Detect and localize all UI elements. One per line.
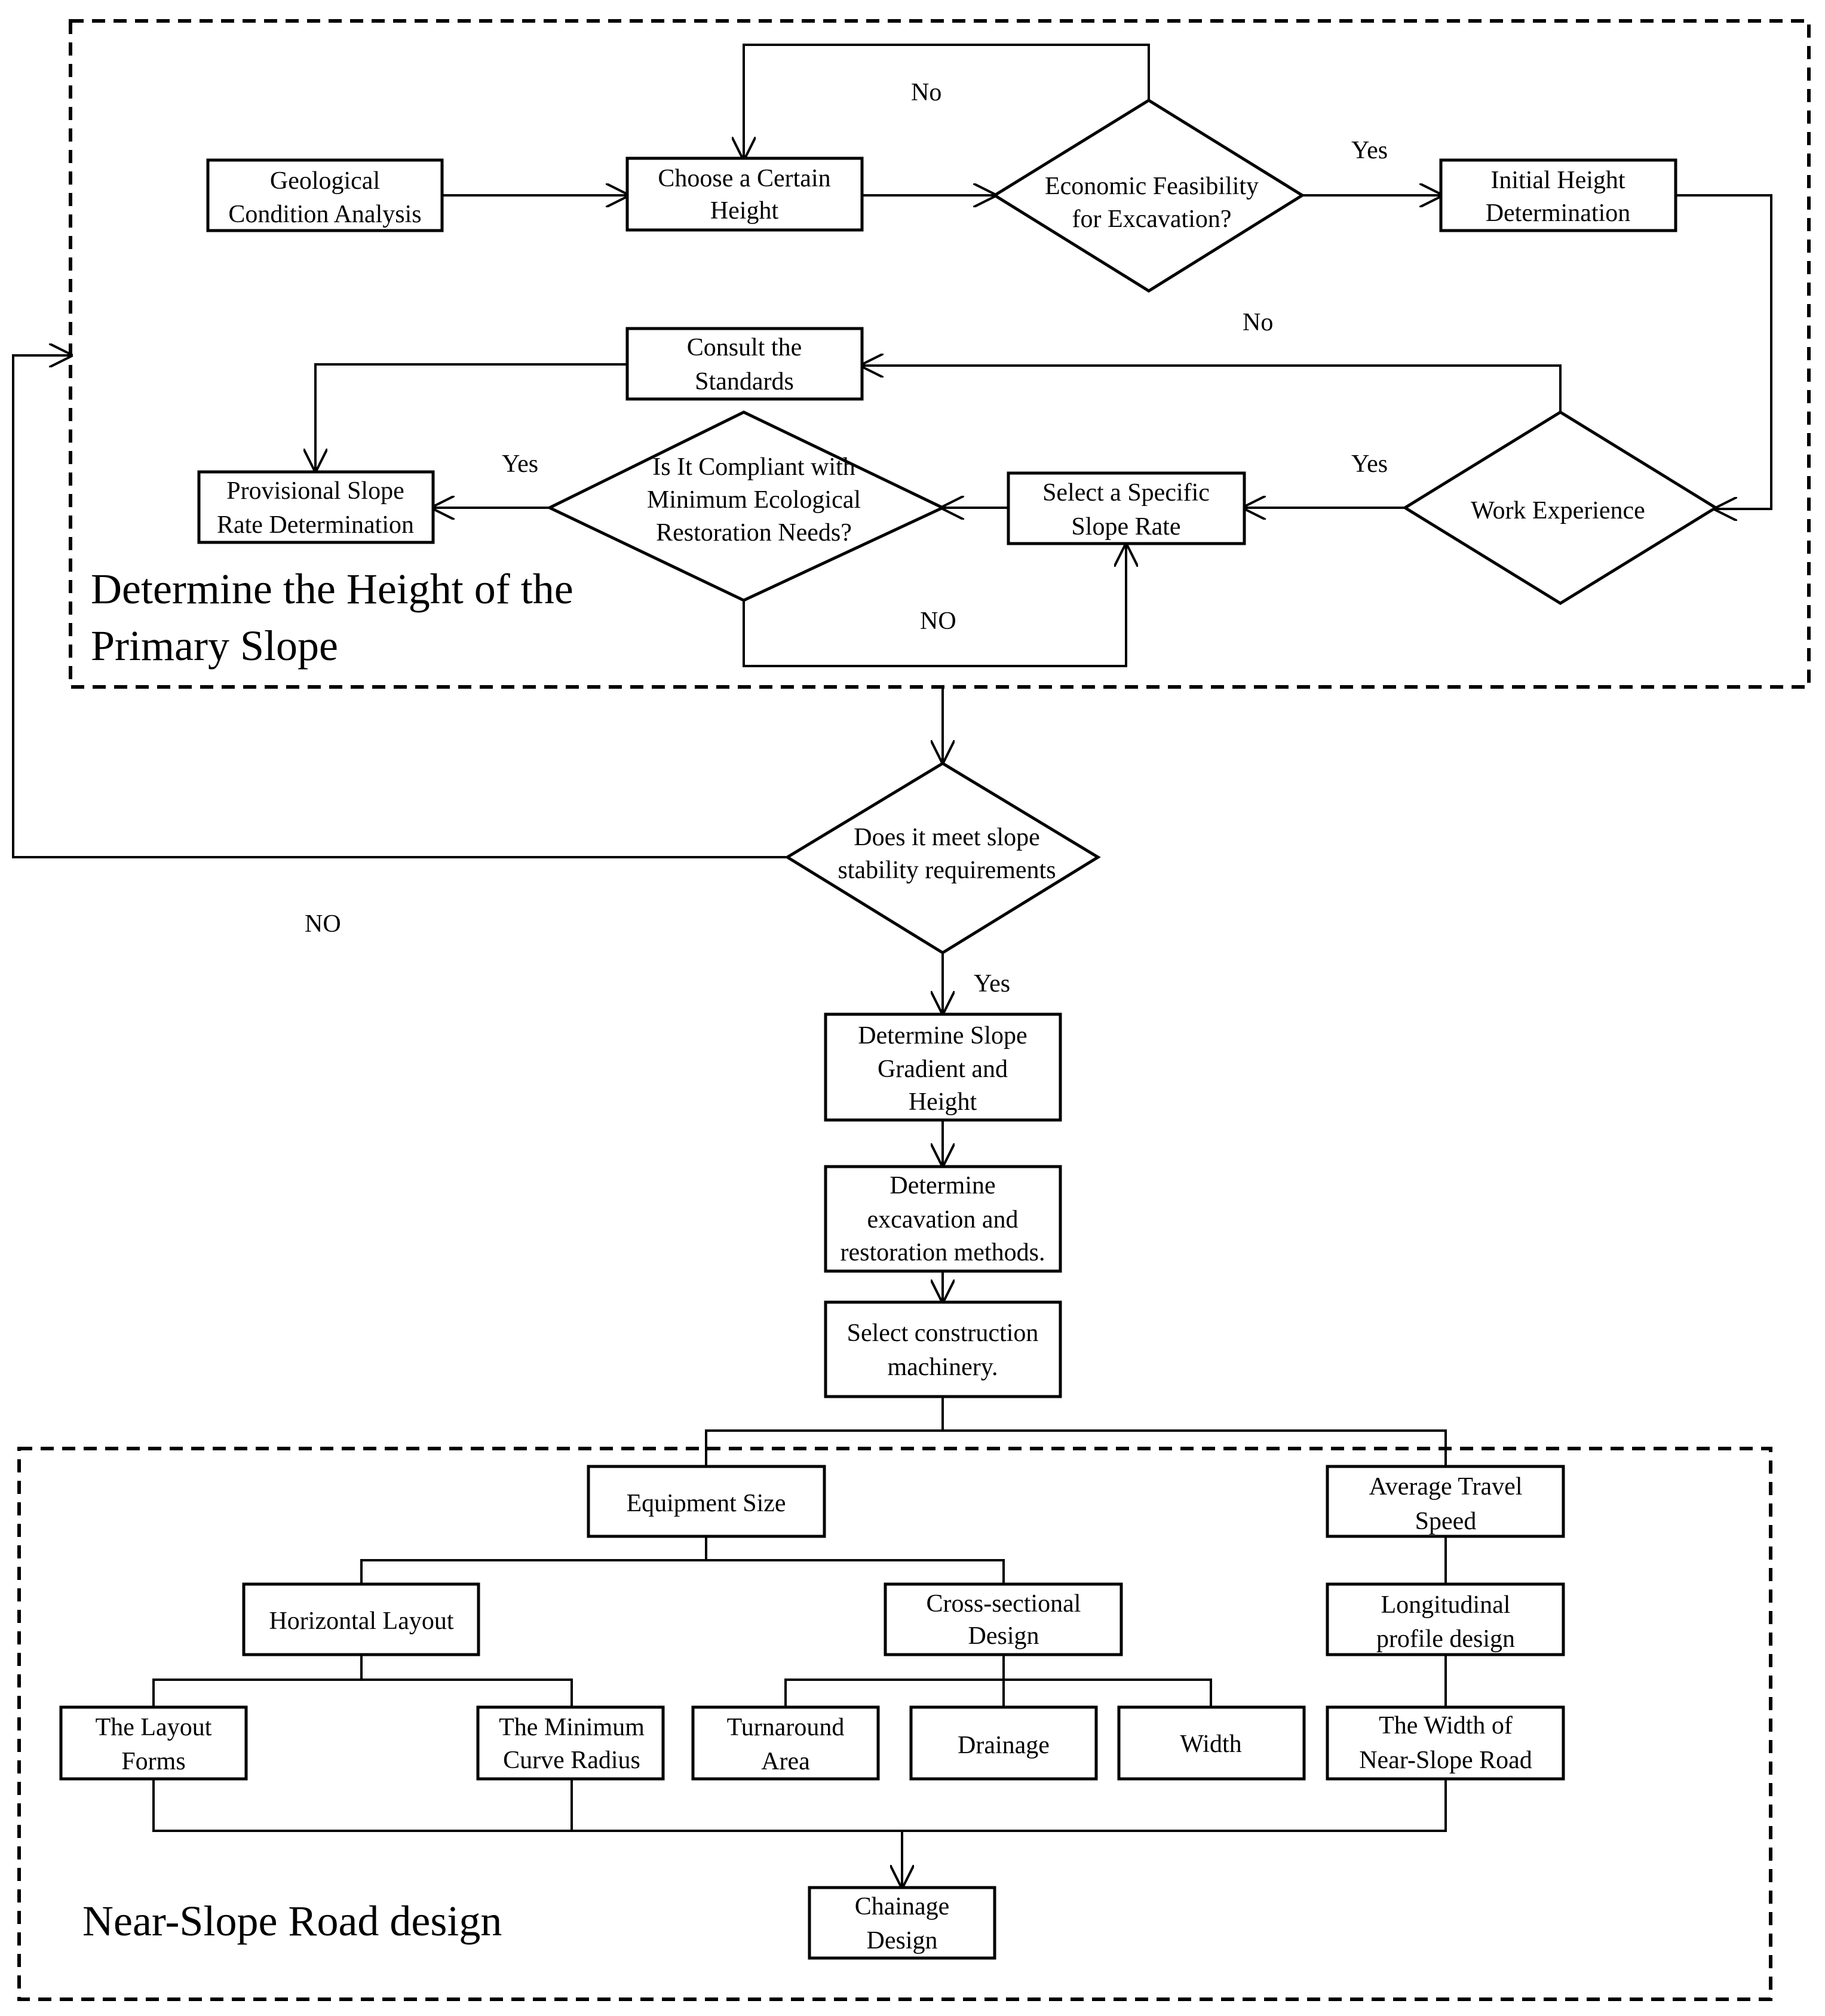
svg-text:Does it meet slope: Does it meet slope	[854, 824, 1039, 851]
edge-consult-to-provisional	[315, 363, 627, 470]
node-initial-height-determination: Initial Height Determination	[1439, 158, 1677, 232]
svg-text:Forms: Forms	[121, 1748, 185, 1775]
svg-text:The Width of: The Width of	[1379, 1712, 1513, 1739]
svg-text:Equipment Size: Equipment Size	[626, 1490, 786, 1517]
svg-text:The Layout: The Layout	[96, 1714, 212, 1741]
svg-text:Work Experience: Work Experience	[1471, 497, 1645, 524]
node-select-construction-machinery: Select construction machinery.	[824, 1300, 1062, 1398]
svg-text:Drainage: Drainage	[958, 1732, 1050, 1759]
edge-machinery-split	[705, 1429, 1447, 1466]
label-economic-no: No	[911, 79, 941, 106]
node-width-of-near-slope-road: The Width of Near-Slope Road	[1326, 1705, 1565, 1781]
node-provisional-slope-rate: Provisional Slope Rate Determination	[197, 470, 435, 544]
svg-text:Gradient and: Gradient and	[878, 1055, 1008, 1083]
node-drainage: Drainage	[909, 1705, 1098, 1781]
node-consult-standards: Consult the Standards	[625, 327, 864, 401]
svg-text:Chainage: Chainage	[855, 1893, 950, 1920]
node-layout-forms: The Layout Forms	[59, 1705, 248, 1781]
edge-economic-no	[744, 44, 1150, 158]
svg-text:Longitudinal: Longitudinal	[1381, 1591, 1511, 1619]
svg-text:Design: Design	[968, 1622, 1039, 1650]
svg-text:Area: Area	[761, 1748, 810, 1775]
label-experience-yes: Yes	[1351, 450, 1388, 478]
edge-experience-no	[862, 366, 1562, 412]
node-select-specific-slope-rate: Select a Specific Slope Rate	[1007, 471, 1246, 545]
node-horizontal-layout: Horizontal Layout	[242, 1582, 480, 1656]
svg-text:machinery.: machinery.	[887, 1354, 998, 1381]
svg-text:Is It Compliant with: Is It Compliant with	[652, 453, 855, 481]
label-ecological-yes: Yes	[502, 450, 538, 478]
node-turnaround-area: Turnaround Area	[691, 1705, 880, 1781]
svg-text:Height: Height	[710, 197, 779, 225]
svg-text:Height: Height	[909, 1088, 977, 1116]
primary-slope-title-line2: Primary Slope	[91, 622, 338, 670]
node-average-travel-speed: Average Travel Speed	[1326, 1465, 1565, 1538]
edge-merge-to-chainage	[152, 1779, 1447, 1832]
label-stability-no: NO	[305, 910, 341, 938]
svg-text:Speed: Speed	[1415, 1508, 1477, 1535]
node-equipment-size: Equipment Size	[587, 1465, 826, 1538]
node-determine-slope-gradient: Determine Slope Gradient and Height	[824, 1012, 1062, 1122]
svg-text:Minimum Ecological: Minimum Ecological	[647, 486, 861, 514]
edge-stability-no	[12, 355, 787, 858]
connectors	[12, 44, 1772, 1886]
label-experience-no: No	[1243, 309, 1273, 336]
edge-equipment-split	[360, 1559, 1005, 1584]
svg-text:Standards: Standards	[695, 368, 794, 395]
svg-text:Select construction: Select construction	[847, 1320, 1039, 1347]
edge-ecological-no	[743, 545, 1126, 667]
edge-horizontal-split	[152, 1679, 573, 1707]
node-determine-excavation-methods: Determine excavation and restoration met…	[824, 1165, 1062, 1273]
edge-cross-split	[784, 1679, 1212, 1707]
svg-text:Cross-sectional: Cross-sectional	[927, 1590, 1081, 1618]
svg-text:Width: Width	[1180, 1730, 1241, 1758]
node-longitudinal-profile-design: Longitudinal profile design	[1326, 1582, 1565, 1656]
svg-text:Curve Radius: Curve Radius	[503, 1747, 640, 1774]
svg-text:Initial Height: Initial Height	[1490, 167, 1625, 194]
svg-text:Geological: Geological	[270, 167, 380, 195]
node-geological-condition-analysis: Geological Condition Analysis	[206, 158, 444, 232]
svg-text:Determination: Determination	[1486, 200, 1631, 227]
near-slope-road-title: Near-Slope Road design	[82, 1897, 502, 1945]
node-width: Width	[1117, 1705, 1306, 1781]
svg-text:Condition Analysis: Condition Analysis	[228, 201, 421, 228]
svg-text:Near-Slope Road: Near-Slope Road	[1359, 1747, 1532, 1774]
label-stability-yes: Yes	[974, 970, 1010, 998]
decision-economic-feasibility: Economic Feasibility for Excavation?	[992, 99, 1305, 293]
svg-text:Consult the: Consult the	[687, 334, 802, 361]
svg-text:stability requirements: stability requirements	[838, 857, 1056, 884]
svg-text:Turnaround: Turnaround	[727, 1714, 845, 1741]
decision-ecological-compliance: Is It Compliant with Minimum Ecological …	[546, 410, 946, 602]
decision-slope-stability: Does it meet slope stability requirement…	[784, 762, 1101, 955]
svg-text:for Excavation?: for Excavation?	[1072, 205, 1231, 233]
svg-text:The Minimum: The Minimum	[499, 1714, 645, 1741]
node-cross-sectional-design: Cross-sectional Design	[884, 1582, 1123, 1656]
svg-text:Rate Determination: Rate Determination	[217, 511, 414, 539]
svg-text:Select a Specific: Select a Specific	[1042, 479, 1210, 507]
node-minimum-curve-radius: The Minimum Curve Radius	[476, 1705, 665, 1781]
edge-initial-to-experience	[1676, 194, 1772, 509]
label-ecological-no: NO	[920, 607, 956, 635]
near-slope-road-section	[17, 1447, 1772, 2001]
decision-work-experience: Work Experience	[1402, 410, 1719, 605]
svg-text:Design: Design	[867, 1927, 938, 1954]
svg-text:Determine Slope: Determine Slope	[858, 1022, 1027, 1050]
node-choose-certain-height: Choose a Certain Height	[625, 157, 864, 232]
label-economic-yes: Yes	[1351, 137, 1388, 164]
svg-text:restoration methods.: restoration methods.	[841, 1239, 1045, 1266]
node-chainage-design: Chainage Design	[808, 1886, 996, 1960]
svg-text:Choose a Certain: Choose a Certain	[658, 165, 830, 192]
svg-text:Horizontal Layout: Horizontal Layout	[269, 1607, 453, 1635]
svg-text:Provisional Slope: Provisional Slope	[226, 477, 404, 505]
primary-slope-title-line1: Determine the Height of the	[91, 565, 573, 613]
svg-text:profile design: profile design	[1376, 1625, 1515, 1653]
svg-text:Economic Feasibility: Economic Feasibility	[1045, 173, 1259, 200]
svg-text:Restoration Needs?: Restoration Needs?	[656, 519, 852, 547]
svg-text:excavation and: excavation and	[867, 1206, 1018, 1233]
svg-text:Average Travel: Average Travel	[1369, 1473, 1523, 1501]
svg-text:Determine: Determine	[890, 1172, 995, 1199]
svg-text:Slope Rate: Slope Rate	[1071, 513, 1180, 541]
